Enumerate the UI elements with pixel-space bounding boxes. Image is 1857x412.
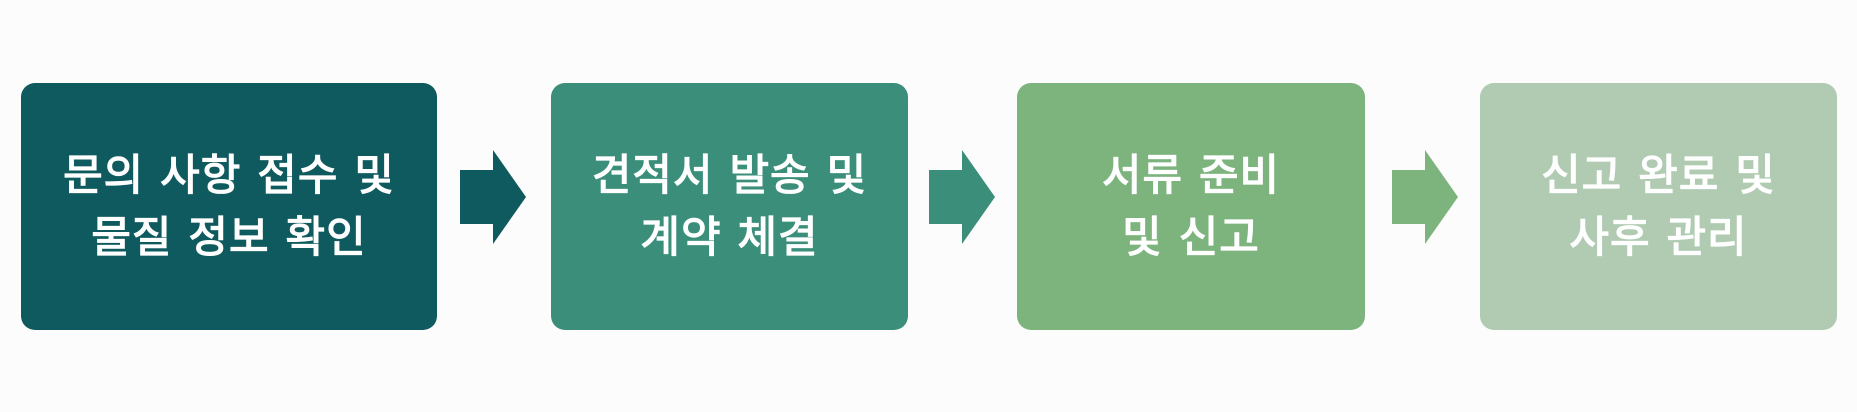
- step-2-line-1: 견적서 발송 및: [591, 150, 868, 201]
- arrow-right-icon: [1392, 150, 1458, 244]
- step-1-inquiry: 문의 사항 접수 및 물질 정보 확인: [21, 83, 437, 330]
- step-3-documents: 서류 준비 및 신고: [1017, 83, 1365, 330]
- step-3-line-1: 서류 준비: [1101, 150, 1281, 201]
- step-4-completion: 신고 완료 및 사후 관리: [1480, 83, 1837, 330]
- arrow-3-shape: [1392, 150, 1458, 244]
- arrow-right-icon: [460, 150, 526, 244]
- arrow-right-icon: [929, 150, 995, 244]
- step-4-line-1: 신고 완료 및: [1541, 150, 1776, 201]
- step-2-line-2: 계약 체결: [640, 212, 819, 263]
- step-2-quotation: 견적서 발송 및 계약 체결: [551, 83, 908, 330]
- step-4-line-2: 사후 관리: [1569, 212, 1748, 263]
- step-3-line-2: 및 신고: [1122, 212, 1260, 263]
- step-1-line-2: 물질 정보 확인: [91, 212, 367, 263]
- step-1-line-1: 문의 사항 접수 및: [63, 150, 395, 201]
- arrow-1-shape: [460, 150, 526, 244]
- arrow-2-shape: [929, 150, 995, 244]
